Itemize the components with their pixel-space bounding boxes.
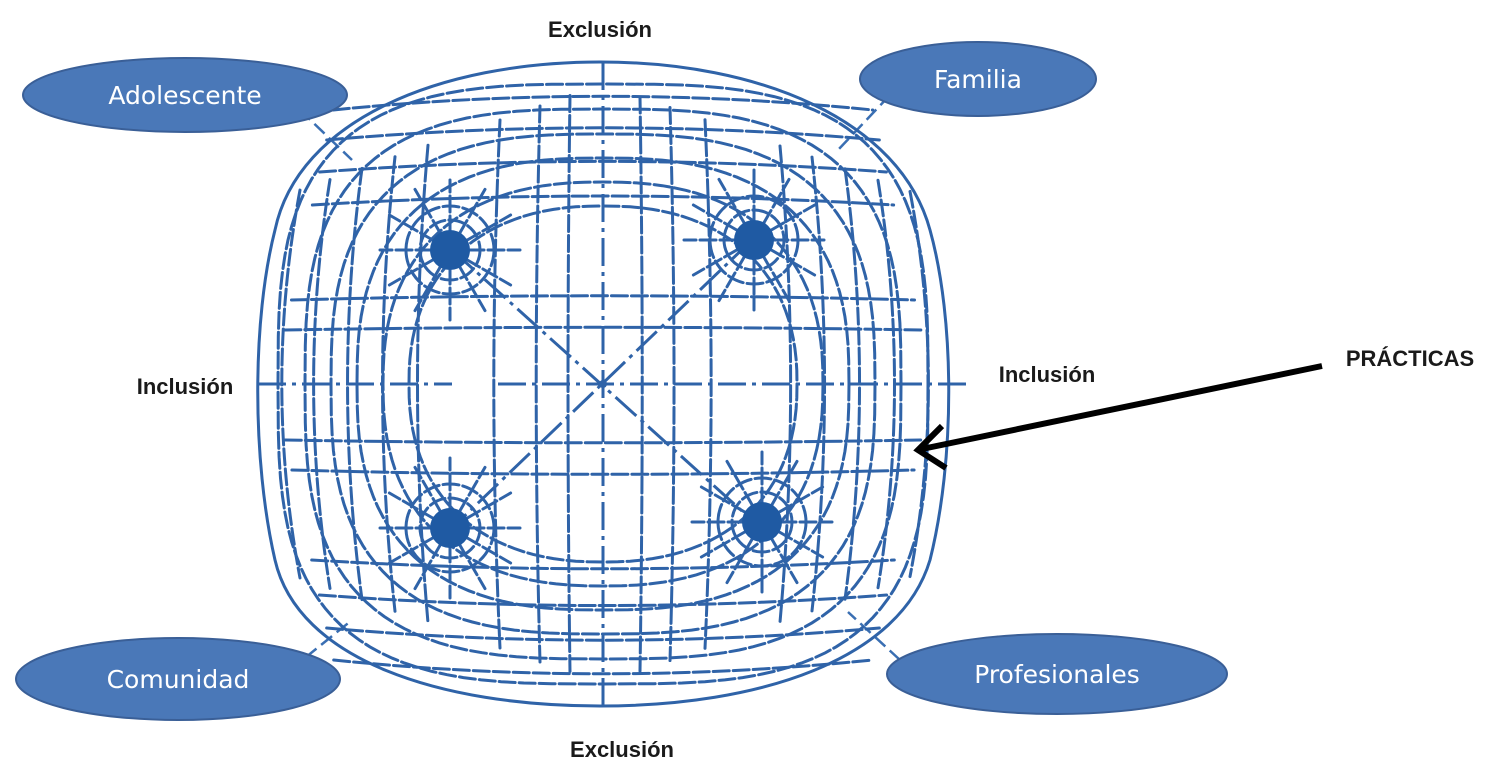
practicas-arrow-shaft [921,363,1323,452]
pole-radial-line [464,535,513,565]
pole-radial-line [464,257,513,287]
pole-radial-line [768,247,817,277]
node-familia: Familia [859,41,1097,117]
pole-radial-line [413,465,443,514]
pole-radial-line [699,485,748,515]
node-familia-label: Familia [934,65,1022,94]
pole-radial-line [457,465,487,514]
pole-core [734,220,774,260]
pole-radial-line [761,177,791,226]
node-adolescente-label: Adolescente [108,81,261,110]
pole-radial-line [717,177,747,226]
node-profesionales: Profesionales [886,633,1228,715]
pole-radial-line [717,254,747,303]
pole-radial-line [691,247,740,277]
practicas-arrow-head [913,423,948,471]
pole-radial-line [768,203,817,233]
pole-radial-line [457,542,487,591]
field-ring [329,132,877,636]
field-line-horizontal [283,438,923,445]
field-ring [355,156,851,612]
center-hub [599,380,607,388]
axis-label-left: Inclusión [137,374,234,399]
pole-core [430,230,470,270]
pole-radial-line [413,542,443,591]
pole-radial-line [691,203,740,233]
pole-radial-line [769,459,799,508]
pole-radial-line [761,254,791,303]
pole-radial-line [387,213,436,243]
practicas-label: PRÁCTICAS [1346,346,1474,371]
field-line-horizontal [283,325,923,332]
node-adolescente: Adolescente [22,57,348,133]
pole-radial-line [725,536,755,585]
pole-radial-line [387,491,436,521]
pole-radial-line [387,257,436,287]
pole-radial-line [413,264,443,313]
pole-core [742,502,782,542]
pole-radial-line [457,264,487,313]
connector-profesionales [847,611,901,661]
pole-radial-line [699,529,748,559]
field-line-vertical [668,105,676,663]
connector-familia [837,94,891,151]
pole-radial-line [769,536,799,585]
pole-radial-line [725,459,755,508]
pole-radial-line [413,187,443,236]
pole-core [430,508,470,548]
pole-radial-line [457,187,487,236]
field-line-vertical [534,104,542,664]
field-line-vertical [492,118,502,650]
pole-radial-line [776,529,825,559]
axis-label-top: Exclusión [548,17,652,42]
node-profesionales-label: Profesionales [974,660,1140,689]
pole-radial-line [387,535,436,565]
pole-radial-line [776,485,825,515]
node-comunidad-label: Comunidad [107,665,250,694]
axis-label-bottom: Exclusión [570,737,674,761]
poles [378,168,834,600]
pole-radial-line [464,213,513,243]
practicas-annotation: PRÁCTICAS [913,346,1474,471]
pole-radial-line [464,491,513,521]
axis-label-right: Inclusión [999,362,1096,387]
field-outer-boundary [256,60,951,708]
node-comunidad: Comunidad [15,637,341,721]
field-line-horizontal [332,658,874,676]
field-grid [256,60,968,708]
spoke-diagonal-2 [450,238,754,530]
